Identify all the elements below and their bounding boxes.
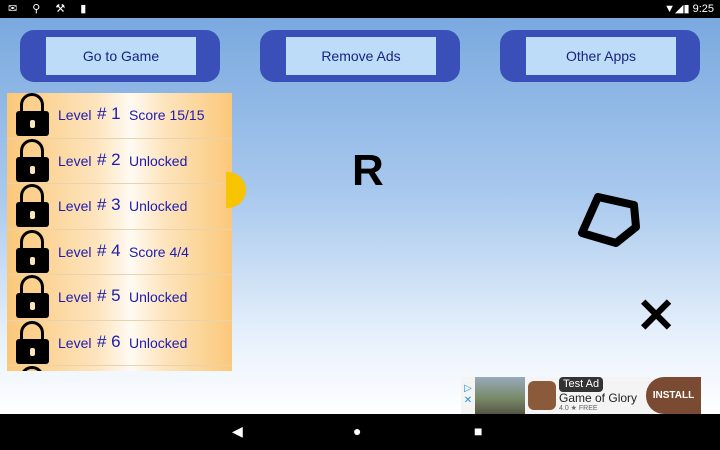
app-icon [528,381,556,410]
home-icon[interactable]: ● [353,423,362,439]
go-to-game-button[interactable]: Go to Game [46,37,196,75]
notification-icons: ✉ ⚲ ⚒ ▮ [8,3,93,15]
level-status: Score 15/15 [129,107,205,123]
level-status: Unlocked [129,334,188,351]
level-list[interactable]: Level # 1 Score 15/15 Level # 2 Unlocked Lev… [7,93,232,371]
level-status: Unlocked [129,289,188,305]
unlocked-padlock-icon [16,320,49,364]
navigation-bar: ◀ ● ■ [0,414,720,450]
level-number: # 2 [97,149,121,169]
letter-r: R [352,146,384,195]
unlocked-padlock-icon [16,138,49,182]
signal-icons: ▼◢▮ [664,3,690,15]
level-item[interactable]: Level # 5 Unlocked [7,275,232,321]
level-status: Unlocked [129,152,188,169]
remove-ads-button[interactable]: Remove Ads [286,37,436,75]
clock: 9:25 [692,3,714,15]
level-item[interactable]: Level # 6 Unlocked [7,320,232,366]
back-icon[interactable]: ◀ [232,423,243,439]
test-ad-badge: Test Ad [559,377,604,392]
level-label: Level [58,152,92,169]
level-number: # 4 [97,240,121,260]
install-button[interactable]: INSTALL [646,377,701,414]
level-number: # 6 [97,331,121,351]
frame: Go to Game [20,30,220,82]
level-item[interactable]: Level # 3 Unlocked [7,184,232,230]
coin [226,172,246,208]
level-label: Level [58,243,92,260]
level-number: # 5 [97,286,121,305]
unlocked-padlock-icon [16,229,49,273]
level-label: Level [58,289,92,305]
ad-banner[interactable]: ▷✕ Test Ad Game of Glory 4.0 ★ FREE INST… [461,377,701,414]
level-item[interactable] [7,366,232,371]
level-label: Level [58,198,92,214]
level-label: Level [58,107,92,123]
level-item[interactable]: Level # 1 Score 15/15 [7,93,232,139]
unlocked-padlock-icon [16,184,49,227]
frame: Remove Ads [260,30,460,82]
recents-icon[interactable]: ■ [474,423,483,439]
adchoices-icon[interactable]: ▷✕ [463,383,473,406]
unlocked-padlock-icon [16,93,49,136]
quadrilateral-shape [578,193,640,247]
level-status: Unlocked [129,198,188,214]
level-label: Level [58,334,92,351]
unlocked-padlock-icon [16,275,49,318]
cross-icon: ✕ [636,290,677,343]
ad-image [475,377,525,414]
other-apps-button[interactable]: Other Apps [526,37,676,75]
level-status: Score 4/4 [129,243,189,260]
frame: Other Apps [500,30,700,82]
level-number: # 3 [97,195,121,214]
level-item[interactable]: Level # 4 Score 4/4 [7,229,232,275]
level-item[interactable]: Level # 2 Unlocked [7,138,232,184]
level-number: # 1 [97,104,121,123]
ad-title: Game of Glory [559,391,638,405]
ad-rating: 4.0 ★ FREE [559,405,598,412]
status-bar: ✉ ⚲ ⚒ ▮ ▼◢▮ 9:25 [0,0,720,18]
game-screen: Go to Game Remove Ads Other Apps Level # … [0,18,720,414]
